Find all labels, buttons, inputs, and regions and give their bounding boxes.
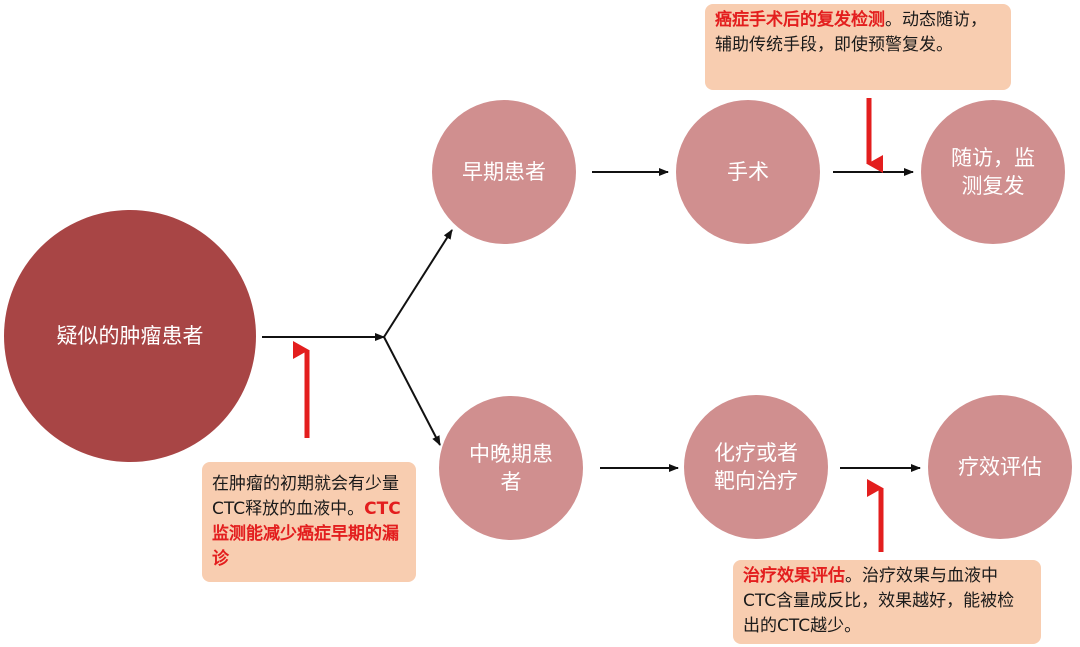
node-late-patient: 中晚期患者 <box>439 396 583 540</box>
node-early-label: 早期患者 <box>462 160 546 184</box>
note-left-text: 在肿瘤的初期就会有少量CTC释放的血液中。 <box>212 474 399 519</box>
node-suspected-patient: 疑似的肿瘤患者 <box>4 210 256 462</box>
node-early-patient: 早期患者 <box>432 100 576 244</box>
node-surgery-label: 手术 <box>727 160 769 184</box>
note-bottom-text: 。治疗效果与血液中CTC含量成反比，效果越好，能被检出的CTC越少。 <box>743 566 1015 636</box>
node-followup: 随访，监测复发 <box>921 100 1065 244</box>
node-surgery: 手术 <box>676 100 820 244</box>
arrow-branch-to-late <box>383 336 441 446</box>
note-efficacy-evaluation: 治疗效果评估。治疗效果与血液中CTC含量成反比，效果越好，能被检出的CTC越少。 <box>733 560 1041 644</box>
node-late-label: 中晚期患者 <box>469 442 553 494</box>
node-suspected-label: 疑似的肿瘤患者 <box>56 324 204 348</box>
note-top-highlight: 癌症手术后的复发检测 <box>715 10 885 30</box>
note-top-text: 。动态随访，辅助传统手段，即使预警复发。 <box>715 10 987 55</box>
node-followup-label: 随访，监测复发 <box>951 146 1035 198</box>
note-recurrence-detection: 癌症手术后的复发检测。动态随访，辅助传统手段，即使预警复发。 <box>705 4 1011 90</box>
arrow-branch-to-early <box>383 229 453 338</box>
node-efficacy-label: 疗效评估 <box>958 455 1042 479</box>
node-efficacy: 疗效评估 <box>928 395 1072 539</box>
node-chemo-label: 化疗或者靶向治疗 <box>714 441 798 493</box>
note-left-highlight: CTC监测能减少癌症早期的漏诊 <box>212 499 401 569</box>
note-early-detection: 在肿瘤的初期就会有少量CTC释放的血液中。CTC监测能减少癌症早期的漏诊 <box>202 462 416 582</box>
note-bottom-highlight: 治疗效果评估 <box>743 566 845 586</box>
node-chemo-targeted: 化疗或者靶向治疗 <box>684 395 828 539</box>
